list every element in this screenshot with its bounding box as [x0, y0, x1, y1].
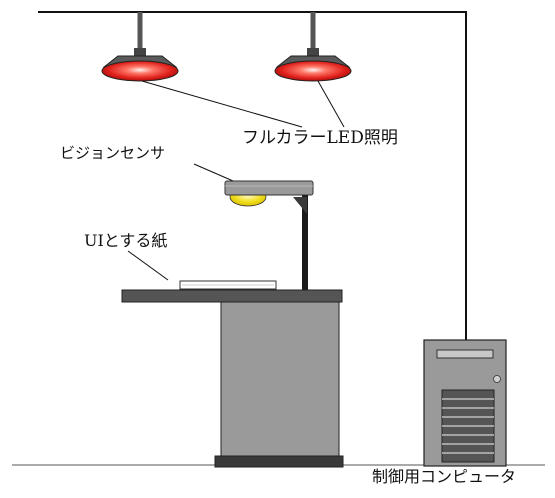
led-lamp-2 — [274, 12, 352, 82]
vision-sensor-stand — [293, 193, 308, 291]
control-computer — [423, 339, 507, 467]
vision-sensor — [224, 180, 314, 207]
ui-paper — [179, 280, 277, 290]
ceiling-cable — [38, 11, 467, 340]
table-base — [214, 455, 344, 468]
leader-lighting-2 — [317, 80, 345, 128]
leader-paper — [127, 250, 169, 281]
led-lamp-1 — [101, 12, 179, 82]
label-vision-sensor: ビジョンセンサ — [60, 144, 166, 162]
table-top — [121, 289, 343, 303]
table-column — [220, 301, 340, 459]
leader-lighting-1 — [141, 80, 303, 128]
label-ui-paper: UIとする紙 — [84, 231, 168, 250]
label-led-lighting: フルカラーLED照明 — [242, 128, 398, 148]
label-control-computer: 制御用コンピュータ — [372, 467, 517, 486]
